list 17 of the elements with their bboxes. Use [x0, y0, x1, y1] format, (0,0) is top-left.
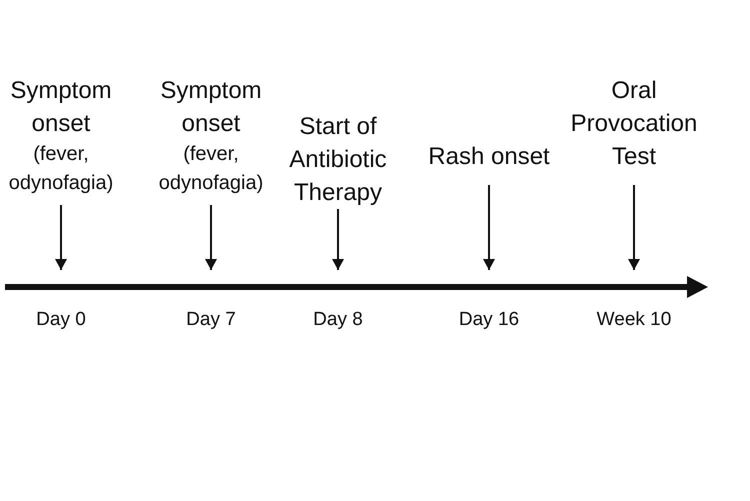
time-label: Day 16	[458, 309, 520, 331]
event-title: Start of Antibiotic Therapy	[289, 113, 387, 206]
event-title: Symptom onset	[10, 77, 112, 137]
arrow	[205, 205, 217, 270]
event-detail: (fever, odynofagia)	[8, 143, 114, 194]
event-title: Oral Provocation Test	[570, 77, 698, 170]
arrow	[332, 209, 344, 270]
time-label: Day 0	[36, 309, 86, 331]
event-title: Symptom onset	[160, 77, 262, 137]
event-detail: (fever, odynofagia)	[158, 143, 264, 194]
arrow	[628, 185, 640, 270]
time-label: Week 10	[596, 309, 672, 331]
arrow	[55, 205, 67, 270]
time-label: Day 7	[186, 309, 236, 331]
time-label: Day 8	[313, 309, 363, 331]
event-title: Rash onset	[428, 143, 550, 170]
arrow	[483, 185, 495, 270]
